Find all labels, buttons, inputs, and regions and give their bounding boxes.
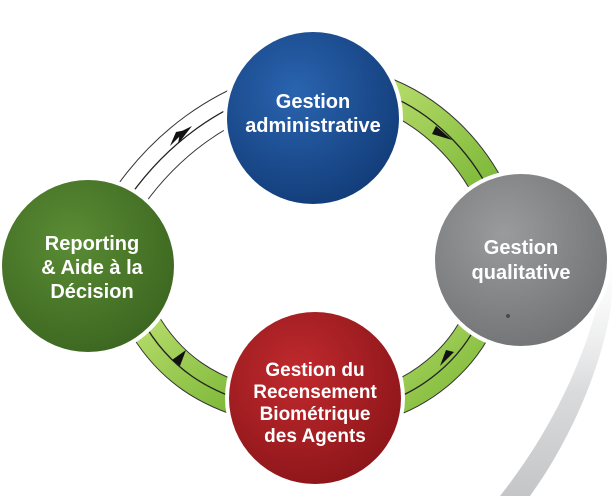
node-label: Reporting xyxy=(45,233,139,255)
arrow-head-icon xyxy=(432,126,452,140)
background-swoosh xyxy=(500,232,612,496)
node-label: Gestion xyxy=(276,91,350,113)
node-label: Gestion xyxy=(484,237,558,259)
node-label: qualitative xyxy=(472,262,571,284)
bullet-dot xyxy=(506,314,510,318)
node-label: administrative xyxy=(245,115,381,137)
node-label: Biométrique xyxy=(260,404,371,425)
arrow-head-icon xyxy=(440,350,454,366)
node-reporting: Reporting & Aide à la Décision xyxy=(0,176,178,356)
node-gestion-qualitative: Gestion qualitative xyxy=(431,170,611,350)
node-label: Gestion du xyxy=(265,360,364,381)
node-label: & Aide à la xyxy=(41,257,143,279)
node-gestion-recensement: Gestion du Recensement Biométrique des A… xyxy=(225,308,405,488)
node-label: Décision xyxy=(50,281,133,303)
node-label: Recensement xyxy=(253,382,377,403)
node-label: des Agents xyxy=(264,426,366,447)
node-gestion-administrative: Gestion administrative xyxy=(223,28,403,208)
arrow-head-icon xyxy=(172,350,186,366)
